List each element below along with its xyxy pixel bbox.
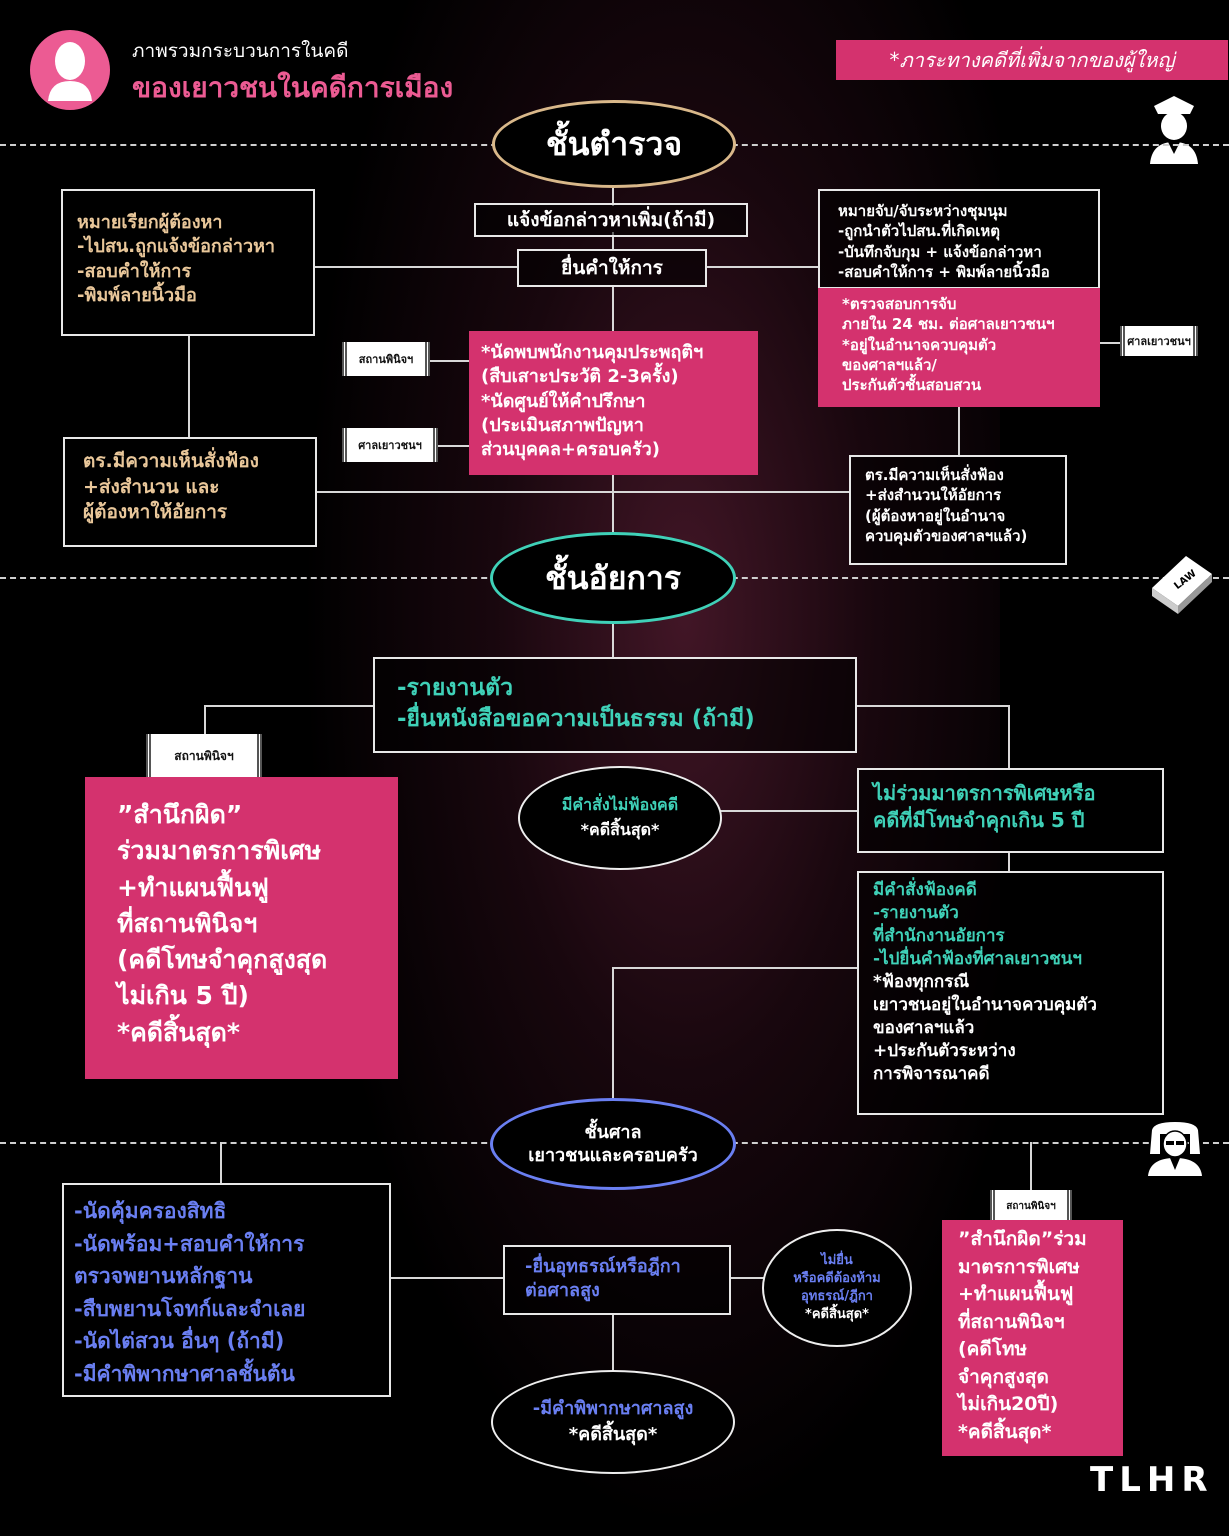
connector [612,286,614,332]
police-summons-box: หมายเรียกผู้ต้องหา -ไปสน.ถูกแจ้งข้อกล่าว… [61,189,315,336]
police-arrest-box: หมายจับ/จับระหว่างชุมนุม -ถูกนำตัวไปสน.ท… [818,189,1100,289]
header-title-line1: ภาพรวมกระบวนการในคดี [132,40,349,62]
connector [612,474,614,532]
police-arrest-pink: *ตรวจสอบการจับ ภายใน 24 ชม. ต่อศาลเยาวชน… [818,288,1100,407]
connector [612,232,614,250]
connector [438,445,470,447]
police-right-bottom: ตร.มีความเห็นสั่งฟ้อง +ส่งสำนวนให้อัยการ… [849,455,1067,565]
oval-no-appeal: ไม่ยื่น หรือคดีต้องห้าม อุทธรณ์/ฎีกา *คด… [762,1229,912,1347]
court-remorse-pink: ”สำนึกผิด”ร่วม มาตรการพิเศษ +ทำแผนฟื้นฟู… [942,1220,1123,1456]
court-stage-line2: เยาวชนและครอบครัว [528,1145,698,1166]
prosecutor-indict-box: มีคำสั่งฟ้องคดี -รายงานตัว ที่สำนักงานอั… [857,871,1164,1115]
tlhr-logo: TLHR [1090,1460,1214,1500]
scroll-observation-center: สถานพินิจฯ [342,342,430,376]
police-left-bottom: ตร.มีความเห็นสั่งฟ้อง +ส่งสำนวน และ ผู้ต… [63,437,317,547]
connector [428,360,470,362]
scroll-observation-center: สถานพินิจฯ [146,734,262,778]
scroll-juvenile-court: ศาลเยาวชนฯ [1120,326,1198,356]
connector [730,1277,764,1279]
oval-no-prosecution: มีคำสั่งไม่ฟ้องคดี *คดีสิ้นสุด* [518,766,722,870]
indict-teal-text: มีคำสั่งฟ้องคดี -รายงานตัว ที่สำนักงานอั… [873,880,1082,969]
stage-police: ชั้นตำรวจ [492,100,736,188]
no-prosecution-label: มีคำสั่งไม่ฟ้องคดี [561,795,679,814]
oval-high-court-judgment: -มีคำพิพากษาศาลสูง *คดีสิ้นสุด* [491,1370,735,1474]
indict-white-text: *ฟ้องทุกกรณี เยาวชนอยู่ในอำนาจควบคุมตัว … [873,971,1097,1084]
scroll-observation-center: สถานพินิจฯ [990,1190,1072,1222]
judge-icon [1148,1122,1202,1176]
case-closed-label: *คดีสิ้นสุด* [805,1307,869,1323]
connector [204,705,206,739]
connector [612,967,858,969]
connector [390,1277,504,1279]
connector [612,1314,614,1372]
case-closed-label: *คดีสิ้นสุด* [568,1424,658,1445]
avatar [30,30,110,110]
law-book-icon: LAW [1152,556,1212,614]
prosecutor-no-special-box: ไม่ร่วมมาตรการพิเศษหรือ คดีที่มีโทษจำคุก… [857,768,1164,853]
connector [856,705,1010,707]
police-icon [1150,96,1198,164]
police-file-statement: ยื่นคำให้การ [517,249,707,287]
stage-court: ชั้นศาล เยาวชนและครอบครัว [490,1098,736,1190]
connector [1030,1142,1032,1190]
stage-prosecutor: ชั้นอัยการ [490,532,736,624]
connector [720,810,858,812]
prosecutor-report-box: -รายงานตัว -ยื่นหนังสือขอความเป็นธรรม (ถ… [373,657,857,753]
high-court-judgment-label: -มีคำพิพากษาศาลสูง [532,1397,694,1419]
connector [1008,705,1010,769]
connector [1100,342,1122,344]
no-appeal-label: ไม่ยื่น หรือคดีต้องห้าม อุทธรณ์/ฎีกา [793,1252,881,1304]
police-extra-charge: แจ้งข้อกล่าวหาเพิ่ม(ถ้ามี) [474,203,748,237]
connector [316,491,850,493]
court-stage-line1: ชั้นศาล [584,1121,642,1143]
court-appeal-box: -ยื่นอุทธรณ์หรือฎีกา ต่อศาลสูง [503,1245,731,1315]
header-title-line2: ของเยาวชนในคดีการเมือง [132,71,454,104]
header-note: *ภาระทางคดีที่เพิ่มจากของผู้ใหญ่ [836,40,1228,80]
connector [706,266,820,268]
connector [314,266,518,268]
scroll-juvenile-court: ศาลเยาวชนฯ [342,428,438,462]
case-closed-label: *คดีสิ้นสุด* [580,820,660,839]
connector [612,188,614,206]
connector [188,335,190,438]
connector [612,624,614,658]
connector [204,705,374,707]
connector [220,1142,222,1184]
person-silhouette-icon [48,42,92,101]
police-probation-pink: *นัดพบพนักงานคุมประพฤติฯ (สืบเสาะประวัติ… [469,331,758,475]
prosecutor-remorse-pink: ”สำนึกผิด” ร่วมมาตรการพิเศษ +ทำแผนฟื้นฟู… [85,777,398,1079]
connector [612,967,614,1099]
connector [958,406,960,456]
connector [1008,852,1010,872]
court-procedure-box: -นัดคุ้มครองสิทธิ -นัดพร้อม+สอบคำให้การ … [62,1183,391,1397]
